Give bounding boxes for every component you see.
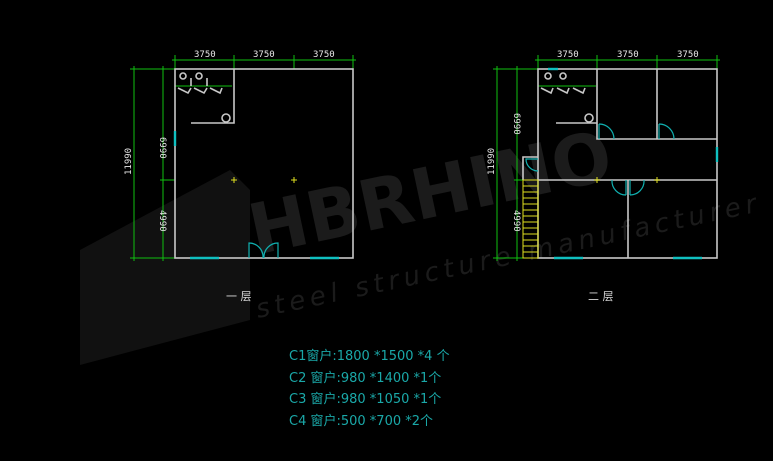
dim-bay-1: 3750: [557, 50, 579, 60]
doors: [525, 123, 675, 196]
column-markers: [231, 177, 297, 183]
window-schedule-item: C3 窗户:980 *1050 *1个: [289, 392, 442, 407]
dim-bay-2: 3750: [253, 50, 275, 60]
toilet-fixtures: [177, 72, 231, 123]
column-markers: [594, 177, 660, 183]
dim-bay-3: 3750: [677, 50, 699, 60]
windows: [173, 131, 339, 260]
dim-overall: 11990: [487, 148, 497, 175]
walls: [522, 68, 718, 259]
dim-segment-2: 4990: [511, 210, 521, 232]
second-floor-plan: 3750 3750 3750 11990 6990 4990: [487, 50, 720, 303]
watermark: HBRHINO steel structure manufacturer: [80, 115, 764, 365]
floor-label: 二 层: [588, 290, 614, 303]
dim-bay-3: 3750: [313, 50, 335, 60]
dim-overall: 11990: [124, 148, 134, 175]
dim-segment-1: 6990: [157, 137, 167, 159]
windows: [548, 67, 719, 260]
dimension-lines: [493, 55, 720, 261]
toilet-fixtures: [540, 72, 594, 123]
dim-segment-2: 4990: [157, 210, 167, 232]
double-door: [248, 242, 279, 259]
window-schedule-item: C4 窗户:500 *700 *2个: [289, 413, 434, 429]
first-floor-plan: 3750 3750 3750 11990 6990 4990 一 层: [124, 50, 356, 303]
dim-bay-2: 3750: [617, 50, 639, 60]
dim-bay-1: 3750: [194, 50, 216, 60]
window-schedule-item: C2 窗户:980 *1400 *1个: [289, 370, 442, 386]
floor-label: 一 层: [226, 290, 252, 303]
dimension-lines: [130, 55, 356, 261]
window-schedule: C1窗户:1800 *1500 *4 个 C2 窗户:980 *1400 *1个…: [289, 346, 450, 432]
window-schedule-item: C1窗户:1800 *1500 *4 个: [289, 349, 450, 364]
dim-segment-1: 6990: [511, 113, 521, 135]
stairs: [522, 179, 539, 259]
